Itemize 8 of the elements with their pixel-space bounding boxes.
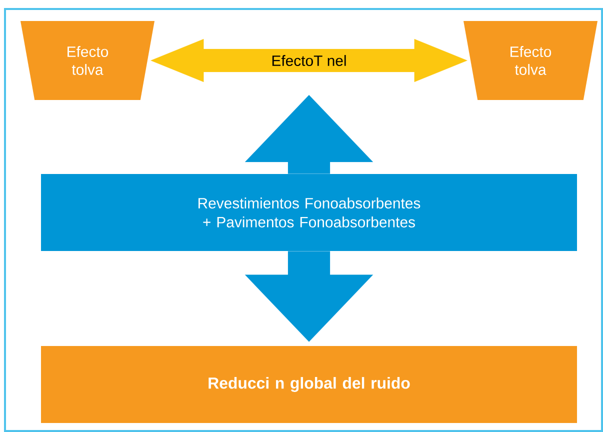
- edge-label: EfectoT nel: [270, 54, 348, 67]
- arrow: [150, 38, 468, 82]
- band-box: Revestimientos Fonoabsorbentes + Pavimentos Fonoabsorbentes: [41, 174, 577, 251]
- trapezoid-box: Efecto tolva: [20, 21, 155, 100]
- result-box: Reducci n global del ruido: [41, 346, 577, 423]
- arrow: [244, 251, 374, 342]
- arrow: [244, 94, 374, 174]
- trapezoid-box: Efecto tolva: [464, 21, 598, 100]
